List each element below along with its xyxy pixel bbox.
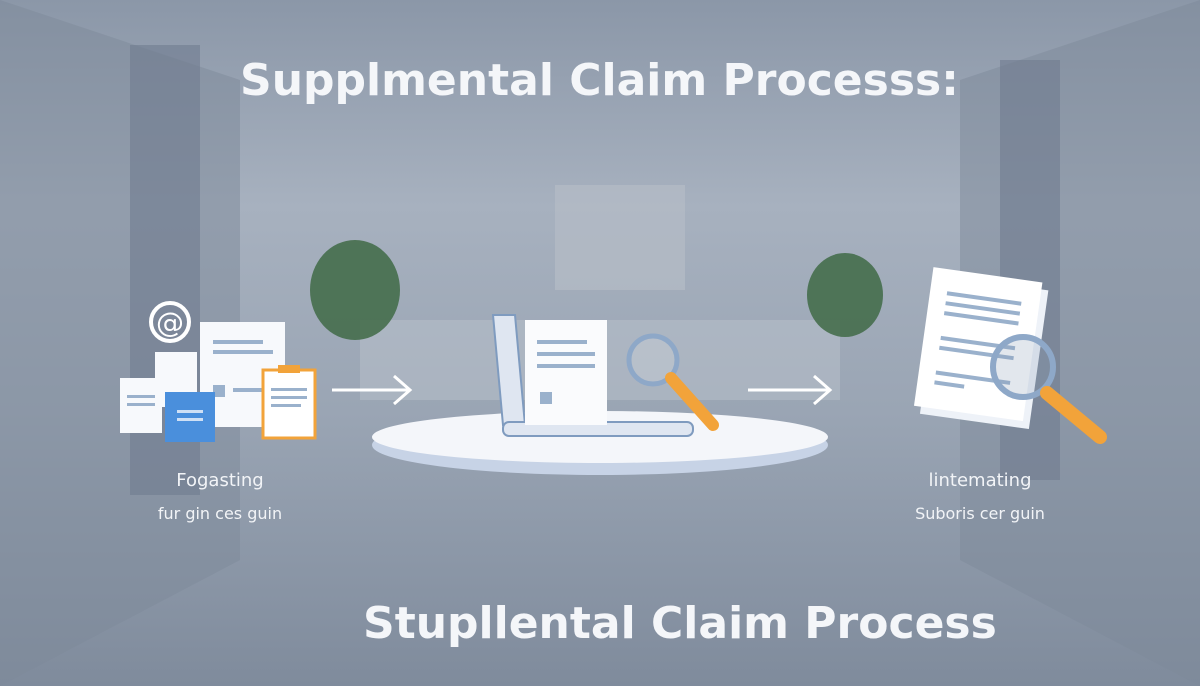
documents-icon: @ bbox=[120, 301, 317, 442]
plant-left bbox=[310, 240, 400, 340]
plant-right bbox=[807, 253, 883, 337]
svg-text:@: @ bbox=[156, 306, 184, 339]
page-title-top: Supplmental Claim Processs: bbox=[240, 55, 959, 106]
step-1-label: Fogasting bbox=[176, 470, 264, 491]
document-magnifier-icon bbox=[913, 267, 1107, 444]
step-1-sublabel: fur gin ces guin bbox=[157, 504, 283, 523]
page-title-bottom: Stupllental Claim Process bbox=[363, 598, 997, 649]
arrow-right-icon bbox=[332, 374, 413, 406]
arrow-right-icon bbox=[748, 374, 833, 406]
step-3-label: lintemating bbox=[928, 470, 1032, 491]
step-3-sublabel: Suboris cer guin bbox=[915, 504, 1045, 523]
laptop-document-magnifier-icon bbox=[491, 314, 719, 437]
